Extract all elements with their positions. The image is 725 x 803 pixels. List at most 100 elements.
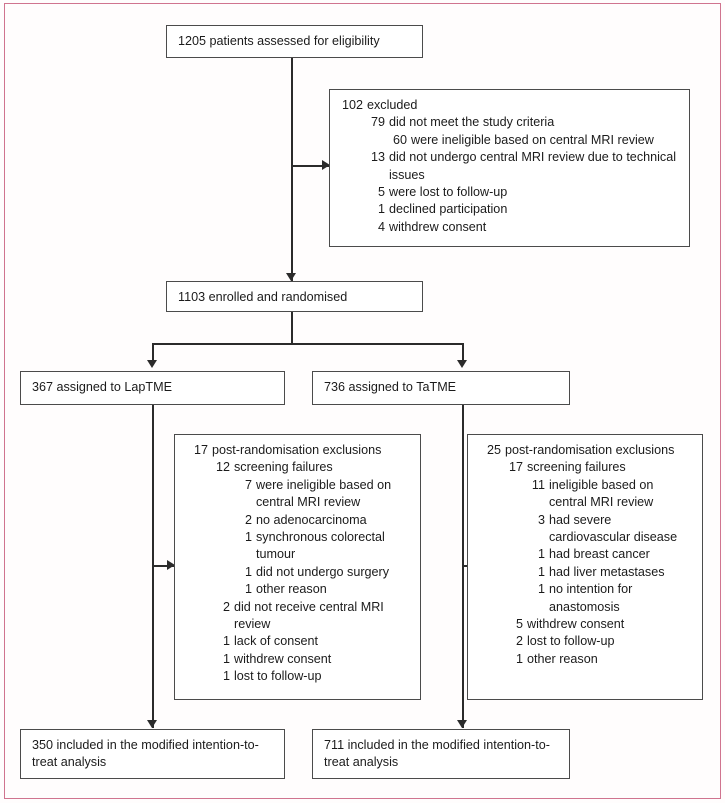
connector-assessed-to-enrolled [291,57,293,281]
flow-line: 2 no adenocarcinoma [186,512,410,529]
connector-to-excluded [291,165,329,167]
arrowhead-exclusions-left [167,560,175,570]
flow-line: 1 other reason [186,581,410,598]
flow-line-text: had severe cardiovascular disease [549,512,678,545]
connector-split-horizontal [152,343,463,345]
node-assigned-laptme-text: 367 assigned to LapTME [32,380,173,394]
flow-line-text: were ineligible based on central MRI rev… [411,132,654,147]
flow-line-count: 1 [515,651,523,666]
flow-line-text: withdrew consent [527,617,625,632]
flow-line: 1 had breast cancer [479,546,692,563]
arrowhead-analysis-right [457,720,467,728]
node-enrolled: 1103 enrolled and randomised [166,281,423,312]
flow-line-text: had breast cancer [549,547,650,562]
flow-line-count: 3 [537,512,545,527]
flow-line-text: did not undergo surgery [256,564,390,579]
flow-line: 79 did not meet the study criteria [341,114,679,131]
flow-line: 5 were lost to follow-up [341,184,679,201]
flow-line: 17 post-randomisation exclusions [186,442,410,459]
flow-line: 3 had severe cardiovascular disease [479,512,692,547]
flow-line-count: 5 [515,617,523,632]
flow-line-text: did not undergo central MRI review due t… [389,150,677,182]
flow-line-text: post-randomisation exclusions [212,443,382,457]
node-analysis-tatme: 711 included in the modified intention-t… [312,729,570,779]
flow-line-count: 1 [537,564,545,579]
node-assessed: 1205 patients assessed for eligibility [166,25,423,58]
flow-line: 2 did not receive central MRI review [186,599,410,634]
flow-line: 13 did not undergo central MRI review due… [341,149,679,184]
flow-line-text: withdrew consent [389,219,487,234]
flow-line-text: did not meet the study criteria [389,115,555,130]
node-assigned-tatme: 736 assigned to TaTME [312,371,570,405]
flow-line-count: 2 [222,599,230,614]
node-enrolled-text: 1103 enrolled and randomised [178,290,348,304]
flow-line-count: 60 [392,132,407,147]
flow-line-text: were lost to follow-up [389,185,508,200]
node-excluded-lines: 102 excluded 79 did not meet the study crit… [341,97,679,236]
flow-line-count: 25 [486,443,501,457]
flow-line-text: declined participation [389,202,508,217]
flow-line-count: 1 [537,582,545,597]
node-excluded: 102 excluded 79 did not meet the study crit… [329,89,690,247]
flow-line: 1 lack of consent [186,633,410,650]
flow-line-count: 5 [377,185,385,200]
flow-line-text: did not receive central MRI review [234,599,384,632]
arrowhead-analysis-left [147,720,157,728]
flow-line-text: synchronous colorectal tumour [256,530,385,562]
flow-line-text: lack of consent [234,634,319,649]
connector-left-to-exclusions [152,565,174,567]
node-assigned-tatme-text: 736 assigned to TaTME [324,380,457,394]
flow-line-count: 17 [508,460,523,475]
flow-line-count: 12 [215,460,230,475]
flow-line-text: other reason [527,651,598,666]
flow-line: 7 were ineligible based on central MRI re… [186,477,410,512]
arrowhead-excluded [322,160,330,170]
flow-line-count: 1 [222,651,230,666]
flow-line-count: 79 [370,115,385,130]
flow-line-count: 1 [537,547,545,562]
flow-line-count: 102 [341,98,363,112]
arrowhead-enrolled [286,273,296,281]
flow-line-text: were ineligible based on central MRI rev… [256,477,392,510]
flow-line: 1 no intention for anastomosis [479,581,692,616]
flow-line-count: 1 [244,530,252,545]
flow-line: 1 had liver metastases [479,564,692,581]
flow-line: 102 excluded [341,97,679,114]
arrowhead-assigned-right [457,360,467,368]
flow-line-count: 7 [244,477,252,492]
flow-line-text: had liver metastases [549,564,665,579]
node-analysis-tatme-text: 711 included in the modified intention-t… [324,738,550,770]
flow-line-count: 13 [370,150,385,165]
flow-line-text: other reason [256,582,327,597]
flow-line-text: no adenocarcinoma [256,512,367,527]
flow-line: 1 other reason [479,651,692,668]
node-assessed-text: 1205 patients assessed for eligibility [178,34,380,48]
connector-enrolled-down [291,311,293,344]
connector-split-left [152,343,154,365]
flow-line-text: excluded [367,98,418,112]
flow-line-text: withdrew consent [234,651,332,666]
node-analysis-laptme: 350 included in the modified intention-t… [20,729,285,779]
flow-line: 5 withdrew consent [479,616,692,633]
flow-line-count: 1 [222,634,230,649]
connector-split-right [462,343,464,365]
flow-line-count: 2 [244,512,252,527]
flow-line-text: no intention for anastomosis [549,582,633,614]
flow-line-count: 4 [377,219,385,234]
flow-line-count: 1 [244,582,252,597]
flow-line-count: 2 [515,634,523,649]
flow-line-count: 17 [193,443,208,457]
node-assigned-laptme: 367 assigned to LapTME [20,371,285,405]
arrowhead-assigned-left [147,360,157,368]
